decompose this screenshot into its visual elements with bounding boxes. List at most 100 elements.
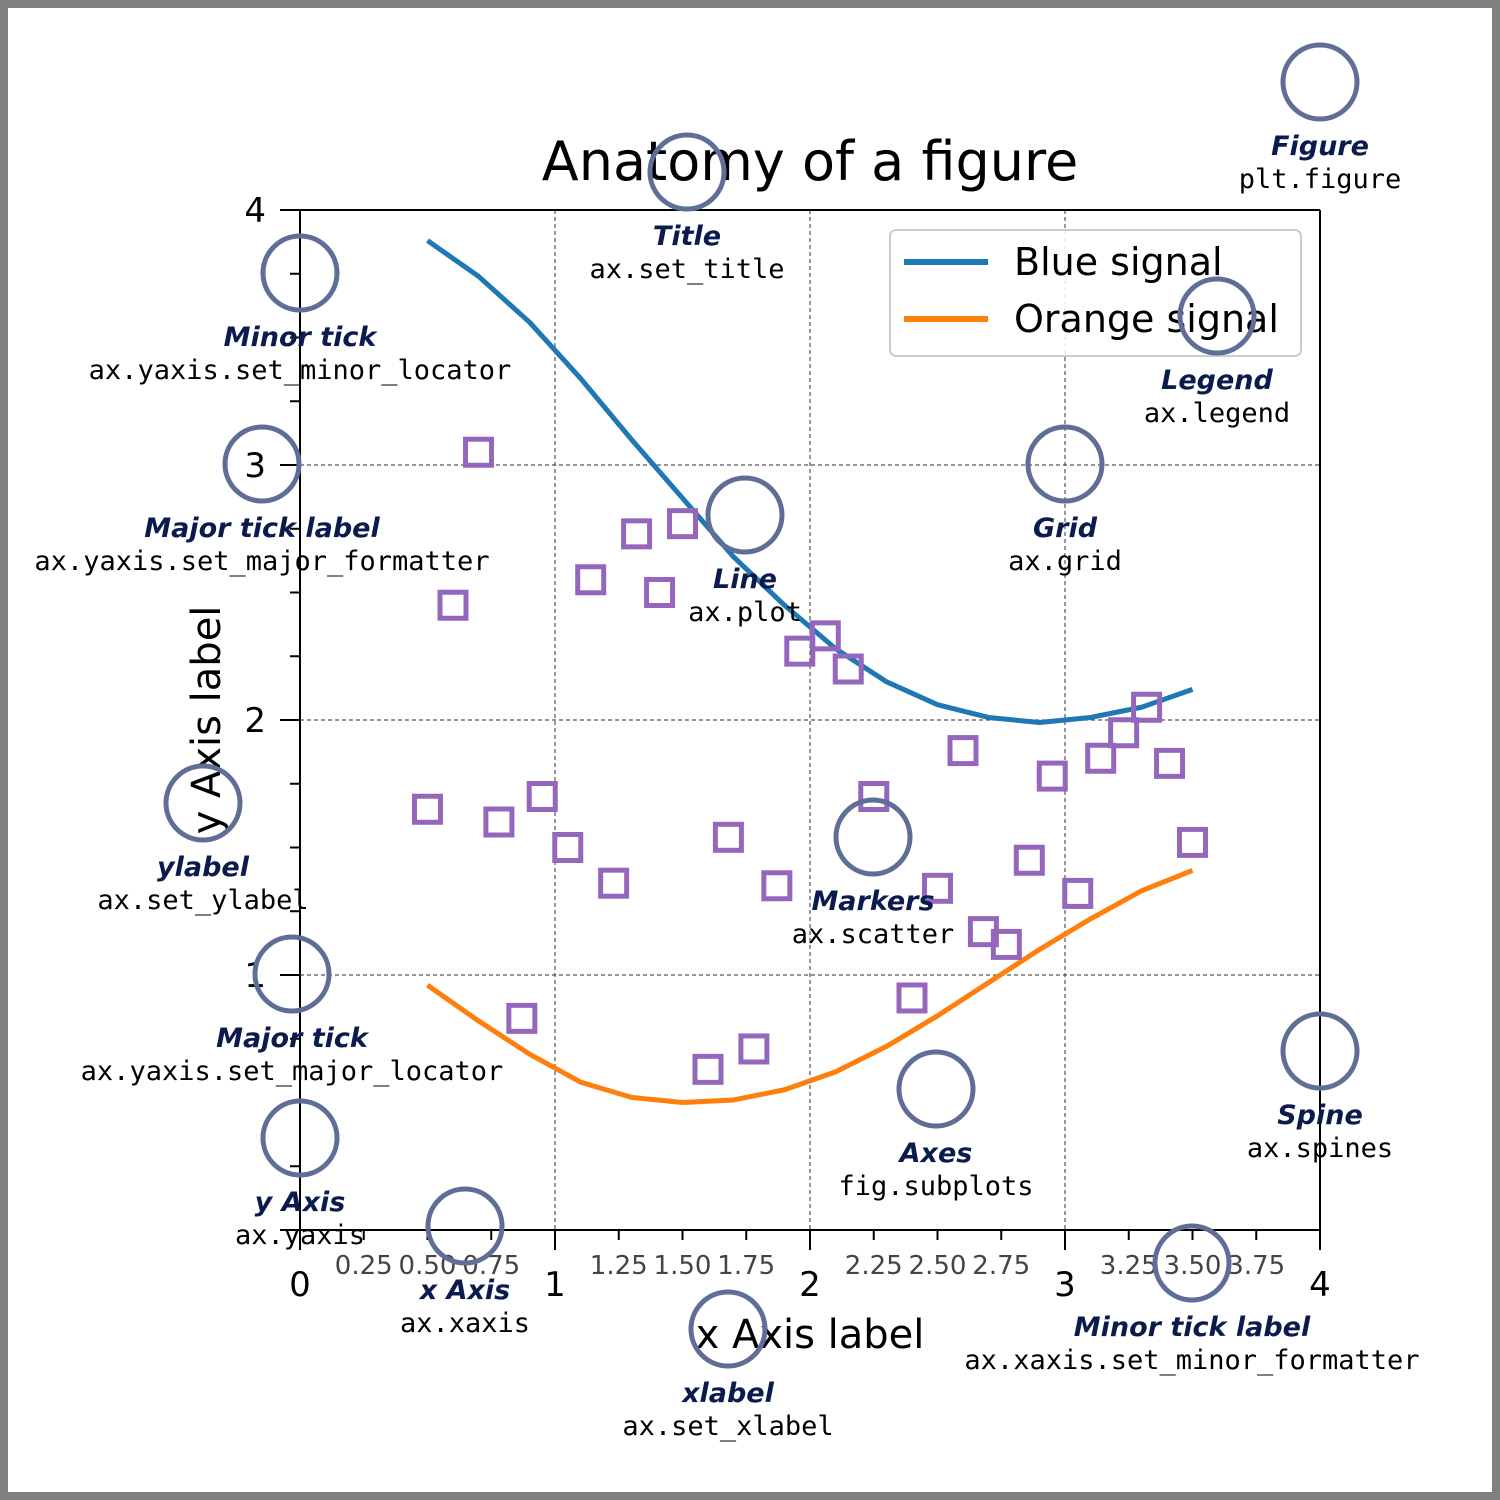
annotation-name-major-tick: Major tick — [216, 1023, 370, 1054]
annotation-marker-major-tick — [252, 934, 332, 1014]
annotation-name-x-axis: x Axis — [418, 1275, 510, 1306]
annotation-marker-legend — [1177, 276, 1257, 356]
annotation-name-spine: Spine — [1277, 1100, 1363, 1131]
scatter-marker — [1108, 717, 1140, 749]
x-major-tick-label: 3 — [1054, 1265, 1076, 1305]
scatter-marker — [1036, 760, 1068, 792]
y-major-tick-label: 3 — [244, 446, 266, 486]
annotation-marker-figure — [1280, 42, 1360, 122]
scatter-marker — [667, 508, 698, 540]
x-major-tick-label: 2 — [799, 1265, 821, 1305]
scatter-marker — [858, 781, 890, 812]
x-axis-label: x Axis label — [696, 1312, 925, 1358]
annotation-marker-xlabel — [688, 1289, 768, 1369]
annotation-marker-line — [705, 475, 785, 555]
y-axis-label: y Axis label — [184, 606, 230, 835]
annotation-code-ylabel: ax.set_ylabel — [97, 885, 308, 916]
scatter-marker — [621, 518, 653, 550]
scatter-marker — [598, 867, 630, 899]
annotation-marker-minor-tick — [260, 233, 340, 313]
annotation-marker-grid — [1025, 424, 1105, 504]
annotation-marker-axes — [896, 1049, 976, 1129]
scatter-marker — [1062, 877, 1094, 909]
annotation-code-markers: ax.scatter — [792, 919, 955, 950]
annotation-code-grid: ax.grid — [1008, 546, 1122, 577]
legend: Blue signal Orange signal — [889, 229, 1302, 357]
annotation-code-x-axis: ax.xaxis — [400, 1308, 530, 1339]
x-minor-tick-label: 2.25 — [845, 1251, 903, 1281]
y-major-tick-label: 2 — [244, 701, 266, 741]
x-major-tick-label: 1 — [544, 1265, 566, 1305]
scatter-marker — [1177, 826, 1208, 858]
x-minor-tick-label: 3.75 — [1227, 1251, 1285, 1281]
scatter-marker — [506, 1002, 538, 1034]
annotation-name-xlabel: xlabel — [680, 1378, 775, 1409]
annotation-name-y-axis: y Axis — [255, 1187, 346, 1218]
orange-signal-line — [426, 868, 1194, 1105]
x-minor-tick-label: 3.25 — [1100, 1251, 1158, 1281]
scatter-marker — [832, 653, 864, 685]
x-minor-tick-label: 2.50 — [909, 1251, 967, 1281]
annotation-name-ylabel: ylabel — [157, 852, 250, 883]
scatter-marker — [738, 1033, 770, 1065]
x-minor-tick-label: 1.50 — [654, 1251, 712, 1281]
annotation-name-figure: Figure — [1271, 131, 1369, 162]
annotation-name-grid: Grid — [1033, 513, 1098, 544]
annotation-marker-title — [647, 132, 727, 212]
annotation-name-markers: Markers — [811, 886, 934, 917]
x-major-tick-label: 0 — [289, 1265, 311, 1305]
scatter-marker — [712, 821, 744, 853]
chart-title: Anatomy of a figure — [542, 130, 1078, 193]
annotation-name-line: Line — [713, 564, 777, 595]
scatter-marker — [809, 620, 841, 652]
annotation-name-axes: Axes — [898, 1138, 973, 1169]
legend-label-orange: Orange signal — [1014, 297, 1279, 341]
annotation-code-title: ax.set_title — [589, 254, 784, 285]
annotation-marker-minor-tick-label — [1152, 1223, 1232, 1303]
annotation-code-y-axis: ax.yaxis — [235, 1220, 365, 1251]
annotation-major-tick-label: Major tick labelax.yaxis.set_major_forma… — [34, 424, 490, 577]
annotation-code-spine: ax.spines — [1247, 1133, 1393, 1164]
scatter-marker — [575, 564, 607, 596]
annotation-name-minor-tick: Minor tick — [224, 322, 379, 353]
annotation-code-xlabel: ax.set_xlabel — [622, 1411, 833, 1442]
annotation-marker-y-axis — [260, 1098, 340, 1178]
annotation-code-legend: ax.legend — [1144, 398, 1290, 429]
annotation-marker-markers — [833, 797, 913, 877]
annotation-code-figure: plt.figure — [1239, 164, 1402, 195]
scatter-marker — [761, 870, 793, 902]
x-minor-tick-label: 1.75 — [717, 1251, 775, 1281]
scatter-marker — [1131, 691, 1163, 723]
x-minor-tick-label: 1.25 — [590, 1251, 648, 1281]
legend-label-blue: Blue signal — [1014, 240, 1223, 284]
annotation-marker-ylabel — [163, 763, 243, 843]
annotation-code-line: ax.plot — [688, 597, 802, 628]
annotation-marker-spine — [1280, 1011, 1360, 1091]
scatter-markers — [412, 436, 1208, 1085]
scatter-marker — [483, 806, 515, 838]
annotation-marker-major-tick-label — [222, 424, 302, 504]
scatter-marker — [644, 577, 676, 608]
annotations: Figureplt.figureTitleax.set_titleLegenda… — [34, 42, 1420, 1442]
scatter-marker — [412, 793, 443, 825]
annotation-code-axes: fig.subplots — [838, 1171, 1033, 1202]
annotation-name-major-tick-label: Major tick label — [144, 513, 380, 544]
annotation-code-minor-tick-label: ax.xaxis.set_minor_formatter — [964, 1345, 1419, 1376]
scatter-marker — [463, 436, 494, 468]
scatter-marker — [552, 832, 584, 863]
scatter-marker — [896, 982, 928, 1014]
